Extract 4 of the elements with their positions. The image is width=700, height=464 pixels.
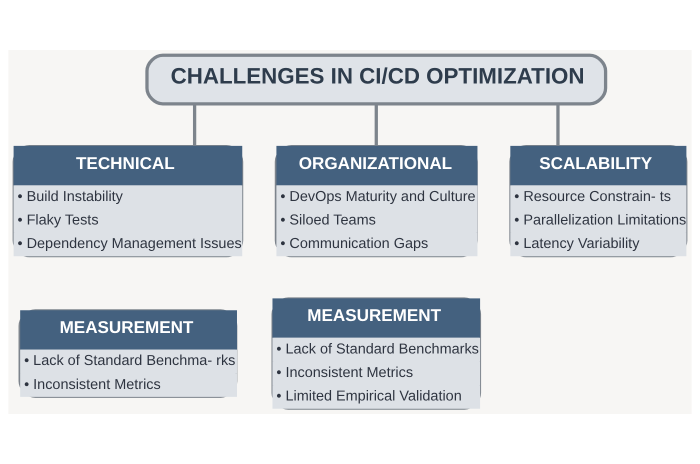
connector [556, 104, 560, 146]
connector [192, 104, 196, 146]
connector [374, 104, 378, 146]
node-box: CHALLENGES IN CI/CD OPTIMIZATION [145, 54, 608, 106]
